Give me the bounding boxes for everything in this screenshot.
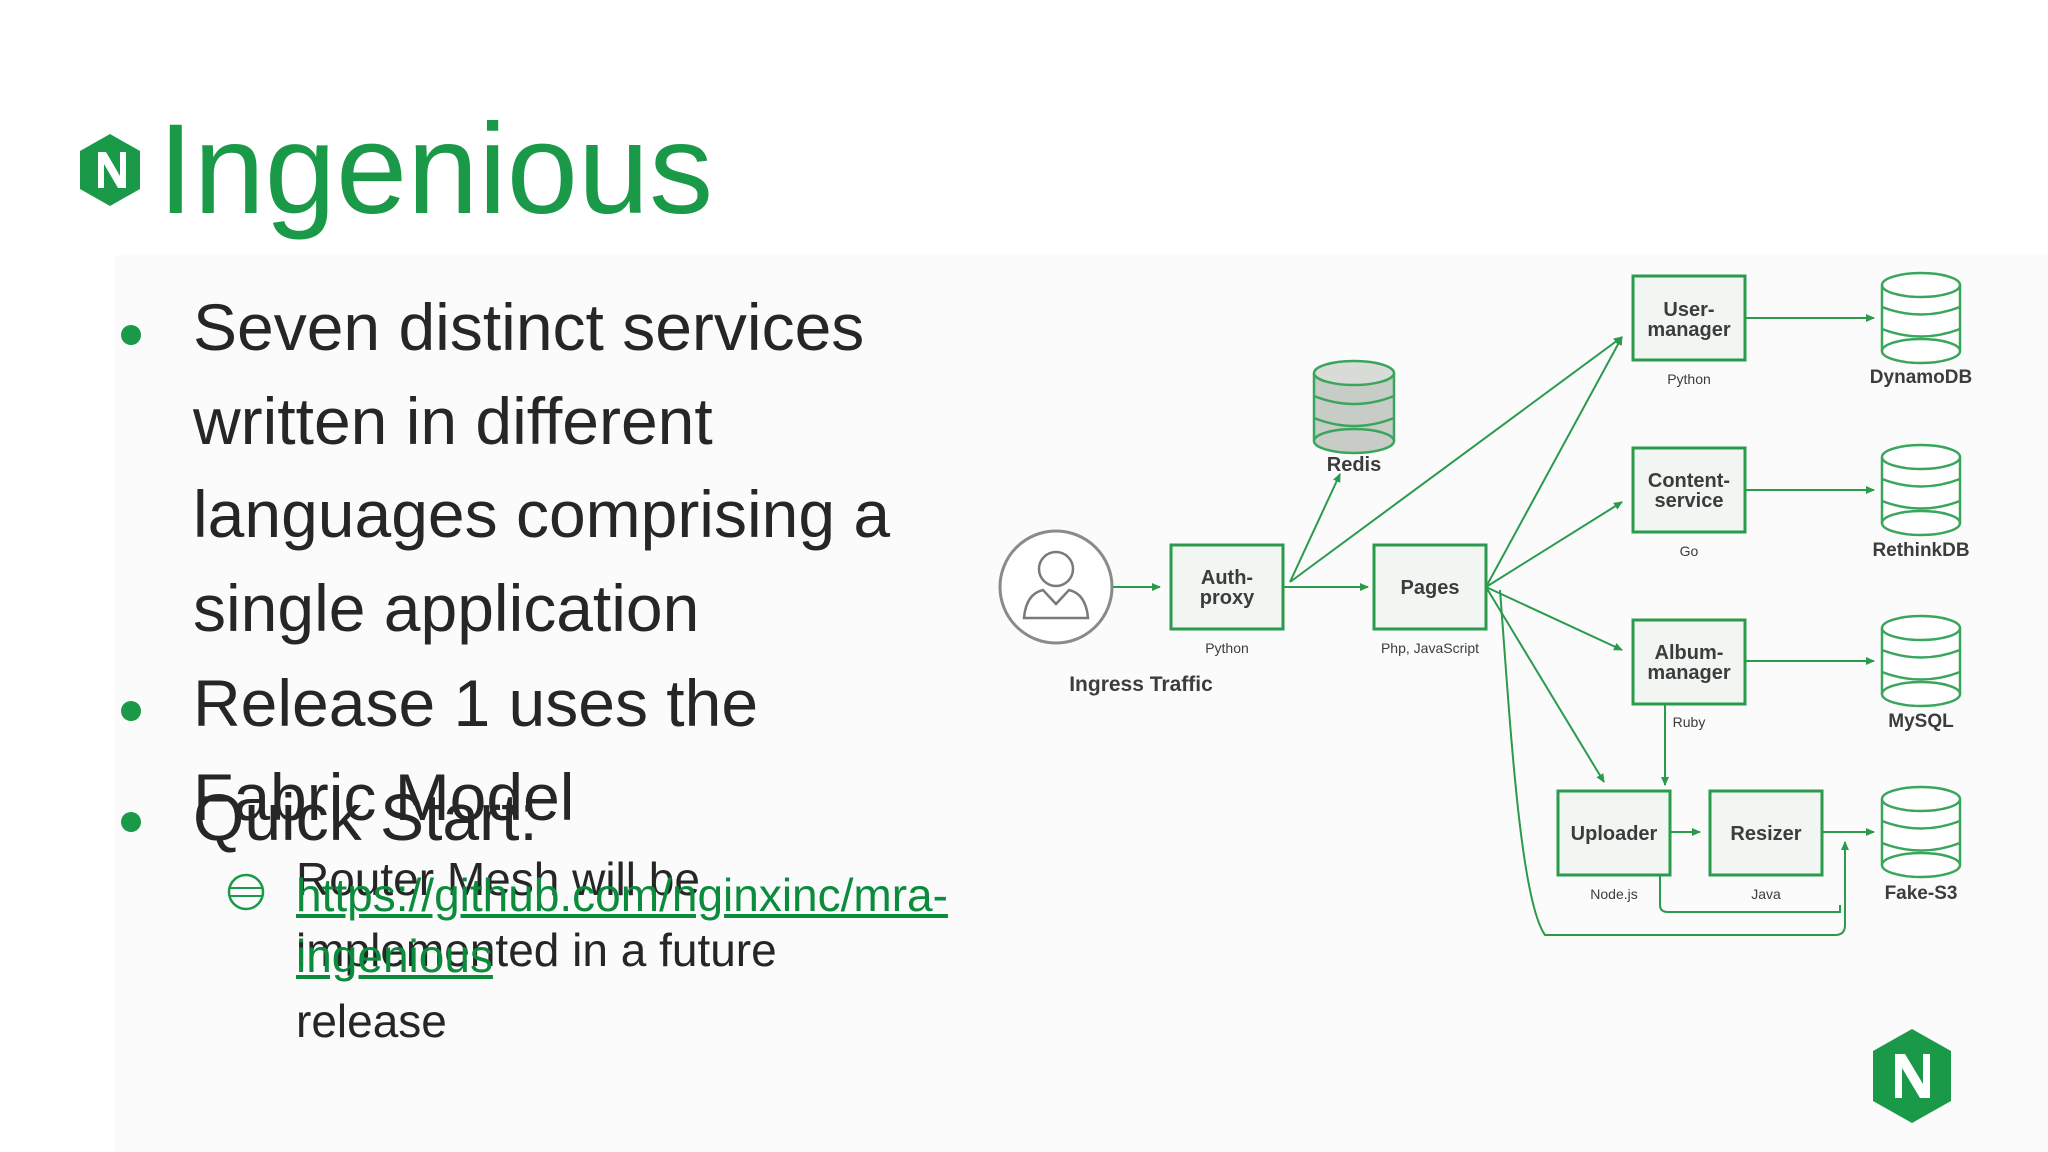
nginx-logo-icon [80,134,140,206]
bullet-dot [121,812,141,832]
dynamodb-label: DynamoDB [1870,367,1972,388]
svg-text:Uploader: Uploader [1571,823,1658,845]
sub-bullet-line-2: implemented in a future [296,924,777,976]
mysql-label: MySQL [1888,711,1954,732]
user-manager-lang: Python [1667,371,1711,387]
fake-s3-db-icon [1880,785,1962,879]
uploader-lang: Node.js [1590,886,1637,902]
pages-box: Pages [1372,543,1488,631]
content-service-lang: Go [1680,543,1699,559]
sub-bullet-line-3: release [296,995,447,1047]
slide-title: Ingenious [158,98,714,241]
repo-link-line-1[interactable]: https://github.com/nginxinc/mra- [296,869,948,921]
svg-text:manager: manager [1647,319,1731,341]
svg-text:Auth-: Auth- [1201,567,1253,589]
svg-text:Album-: Album- [1655,642,1724,664]
bullet-dot [121,325,141,345]
rethinkdb-db-icon [1880,443,1962,537]
bullet-1-line-4: single application [193,571,700,645]
auth-proxy-lang: Python [1205,640,1249,656]
bullet-dot [121,701,141,721]
architecture-diagram: Ingress Traffic Auth- proxy Python Pages… [998,271,1972,936]
resizer-lang: Java [1751,886,1781,902]
svg-text:Content-: Content- [1648,470,1730,492]
connector-lines [1112,314,1875,936]
redis-label: Redis [1327,454,1381,476]
bullet-3-line-1: Quick Start: [193,780,538,854]
mysql-db-icon [1880,614,1962,708]
content-service-box: Content- service [1631,446,1747,534]
svg-text:Pages: Pages [1401,577,1460,599]
redis-db-icon [1312,359,1396,455]
bullet-1-line-3: languages comprising a [193,477,891,551]
sub-bullet-line-1: Router Mesh will be [296,853,700,905]
user-manager-box: User- manager [1631,274,1747,362]
svg-text:manager: manager [1647,662,1731,684]
svg-text:User-: User- [1663,299,1714,321]
repo-link-line-2[interactable]: ingenious [296,930,493,982]
hollow-circle-bullet-icon [227,873,265,911]
nginx-logo-icon [1873,1029,1951,1123]
album-manager-box: Album- manager [1631,618,1747,706]
svg-text:service: service [1655,490,1724,512]
fake-s3-label: Fake-S3 [1885,883,1958,904]
auth-proxy-box: Auth- proxy [1169,543,1285,631]
rethinkdb-label: RethinkDB [1872,540,1969,561]
pages-lang: Php, JavaScript [1381,640,1479,656]
bullet-1-line-1: Seven distinct services [193,290,865,364]
bullet-2-line-1: Release 1 uses the [193,666,759,740]
album-manager-lang: Ruby [1673,714,1706,730]
svg-text:proxy: proxy [1200,587,1255,609]
resizer-box: Resizer [1708,789,1824,877]
bullet-2-line-2: Fabric Model [193,760,575,834]
dynamodb-db-icon [1880,271,1962,365]
user-icon [998,529,1114,645]
bullet-1-line-2: written in different [193,384,713,458]
ingress-traffic-label: Ingress Traffic [1069,673,1213,696]
uploader-box: Uploader [1556,789,1672,877]
svg-text:Resizer: Resizer [1730,823,1801,845]
